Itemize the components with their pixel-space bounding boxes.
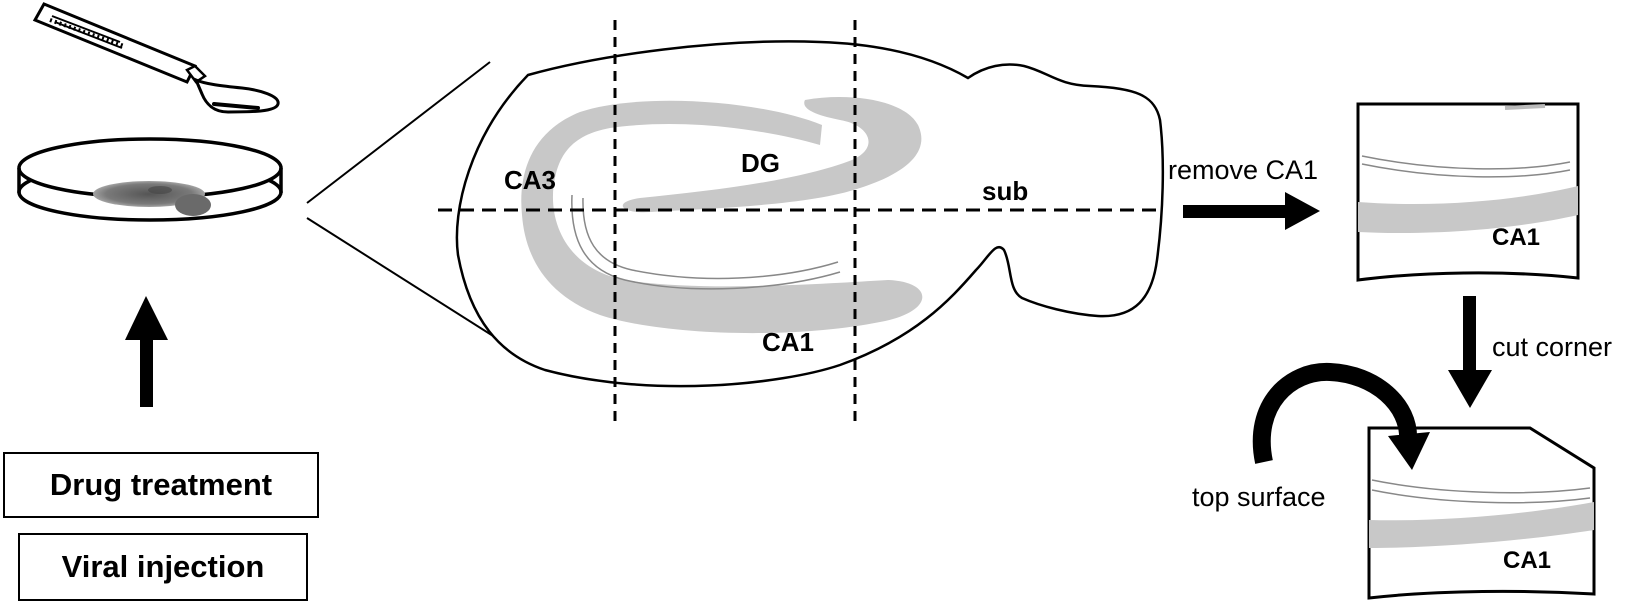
scalpel-icon	[32, 2, 280, 114]
ca1-block2-label: CA1	[1503, 547, 1552, 574]
ca1-slice-label: CA1	[762, 327, 815, 357]
sub-label: sub	[982, 176, 1029, 206]
viral-injection-box: Viral injection	[18, 533, 308, 601]
top-surface-label: top surface	[1192, 482, 1326, 512]
viral-injection-label: Viral injection	[61, 549, 265, 584]
cut-corner-label: cut corner	[1492, 332, 1613, 362]
zoom-line-top	[306, 61, 491, 204]
dg-label: DG	[741, 148, 780, 178]
petri-dish-icon	[17, 137, 283, 222]
zoom-line-bottom	[306, 217, 513, 349]
curved-arrow-icon	[1252, 362, 1430, 470]
hippocampal-slice	[455, 40, 1165, 388]
right-arrow-icon	[1183, 192, 1320, 230]
down-arrow-icon	[1448, 296, 1492, 408]
cut-lines	[438, 20, 1162, 425]
ca1-block1-label: CA1	[1492, 224, 1541, 251]
ca3-label: CA3	[504, 165, 557, 195]
drug-treatment-box: Drug treatment	[3, 452, 319, 518]
up-arrow-icon	[125, 296, 168, 407]
ca1-block-1	[1356, 102, 1580, 282]
remove-ca1-label: remove CA1	[1168, 155, 1319, 185]
drug-treatment-label: Drug treatment	[49, 467, 273, 502]
ca1-block-2	[1367, 426, 1596, 600]
